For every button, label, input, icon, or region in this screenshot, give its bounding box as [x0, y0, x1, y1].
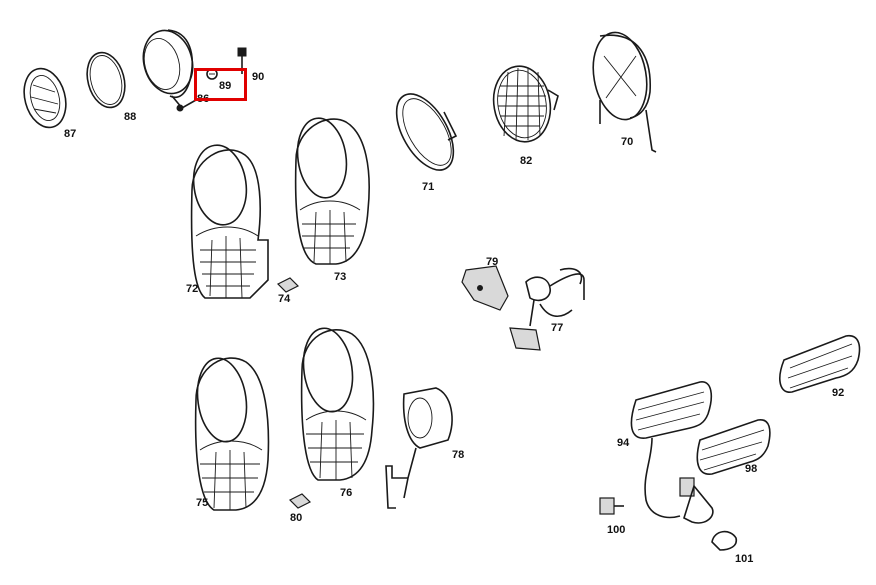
label-74[interactable]: 74: [278, 293, 291, 305]
part-92-grille[interactable]: [779, 335, 861, 393]
part-72-rim[interactable]: [189, 142, 269, 299]
label-71[interactable]: 71: [422, 181, 435, 193]
part-86-headlamp[interactable]: [137, 25, 200, 112]
part-75-rim[interactable]: [192, 355, 270, 511]
part-77-harness[interactable]: [509, 267, 585, 351]
label-82[interactable]: 82: [520, 155, 533, 167]
label-92[interactable]: 92: [832, 387, 845, 399]
selection-highlight-89: [194, 68, 247, 101]
part-80-clip[interactable]: [288, 493, 312, 509]
part-82-sealed-beam[interactable]: [488, 62, 559, 147]
label-70[interactable]: 70: [621, 136, 634, 148]
part-70-housing[interactable]: [587, 28, 657, 153]
label-79[interactable]: 79: [486, 256, 499, 268]
part-76-rim[interactable]: [298, 325, 375, 481]
label-78[interactable]: 78: [452, 449, 465, 461]
part-connector[interactable]: [679, 477, 714, 524]
label-80[interactable]: 80: [290, 512, 303, 524]
label-77[interactable]: 77: [551, 322, 564, 334]
part-88-ring[interactable]: [81, 48, 130, 111]
label-90[interactable]: 90: [252, 71, 265, 83]
part-94-grille[interactable]: [630, 381, 713, 519]
label-73[interactable]: 73: [334, 271, 347, 283]
label-101[interactable]: 101: [735, 553, 754, 565]
part-98-grille[interactable]: [696, 419, 771, 475]
label-72[interactable]: 72: [186, 283, 199, 295]
label-100[interactable]: 100: [607, 524, 626, 536]
label-94[interactable]: 94: [617, 437, 630, 449]
label-75[interactable]: 75: [196, 497, 209, 509]
part-87-lens[interactable]: [18, 64, 72, 132]
part-71-retaining-ring[interactable]: [385, 85, 465, 180]
part-73-rim[interactable]: [293, 115, 370, 265]
part-100-switch[interactable]: [599, 497, 624, 515]
label-76[interactable]: 76: [340, 487, 353, 499]
part-74-clip[interactable]: [276, 277, 300, 293]
label-98[interactable]: 98: [745, 463, 758, 475]
part-90-screw[interactable]: [237, 47, 247, 74]
part-101-cap[interactable]: [711, 530, 738, 551]
label-88[interactable]: 88: [124, 111, 137, 123]
label-89[interactable]: 89: [219, 80, 232, 92]
label-87[interactable]: 87: [64, 128, 77, 140]
part-79-bracket[interactable]: [461, 265, 509, 311]
part-78-housing[interactable]: [385, 387, 453, 509]
